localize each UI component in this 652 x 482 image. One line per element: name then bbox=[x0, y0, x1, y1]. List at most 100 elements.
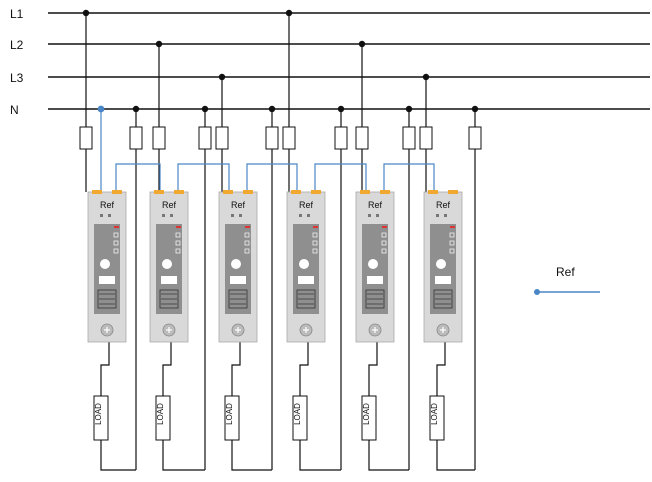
meter-led bbox=[114, 226, 119, 228]
load-box bbox=[93, 395, 109, 441]
phase-fuse bbox=[152, 126, 166, 150]
meter-screw bbox=[100, 214, 103, 217]
meter-coil bbox=[97, 289, 117, 309]
meter-screw bbox=[170, 214, 173, 217]
meter-indicator bbox=[244, 232, 250, 238]
meter-ref-label: Ref bbox=[162, 200, 177, 210]
meter-screw bbox=[239, 214, 242, 217]
meter-display bbox=[435, 276, 451, 284]
load-label: LOAD bbox=[156, 403, 165, 425]
ref-legend-label: Ref bbox=[556, 265, 575, 279]
meter-coil bbox=[433, 289, 453, 309]
neutral-fuse bbox=[198, 126, 212, 150]
meter-display bbox=[230, 276, 246, 284]
meter-indicator bbox=[381, 248, 387, 254]
load-label: LOAD bbox=[362, 403, 371, 425]
ref-legend-dot bbox=[534, 289, 540, 295]
load-return-wire bbox=[299, 440, 341, 471]
load-box bbox=[224, 395, 240, 441]
meter-terminal bbox=[223, 190, 233, 194]
neutral-fuse bbox=[265, 126, 279, 150]
meter-coil bbox=[365, 289, 385, 309]
meter-terminal bbox=[360, 190, 370, 194]
ref-legend: Ref bbox=[534, 265, 600, 295]
energy-meter: Ref bbox=[355, 190, 395, 343]
ref-chain-wire bbox=[246, 163, 298, 192]
ref-chain-wire bbox=[115, 163, 161, 192]
meter-display bbox=[298, 276, 314, 284]
meter-indicator bbox=[449, 232, 455, 238]
meter-indicator bbox=[175, 240, 181, 246]
meters: Ref Ref Ref Ref Ref Ref bbox=[87, 190, 463, 343]
meter-terminal bbox=[112, 190, 122, 194]
meter-coil bbox=[228, 289, 248, 309]
load-box bbox=[429, 395, 445, 441]
meter-button bbox=[231, 259, 241, 269]
ref-chain-wire bbox=[314, 163, 367, 192]
load-label: LOAD bbox=[94, 403, 103, 425]
meter-button bbox=[162, 259, 172, 269]
meter-indicator bbox=[113, 248, 119, 254]
meter-led bbox=[382, 226, 387, 228]
bus-lines bbox=[48, 12, 650, 110]
meter-screw bbox=[444, 214, 447, 217]
load-return-wire bbox=[436, 440, 475, 471]
meter-coil bbox=[296, 289, 316, 309]
load-label: LOAD bbox=[225, 403, 234, 425]
meter-terminal bbox=[92, 190, 102, 194]
load-feed-wire bbox=[100, 342, 110, 396]
phase-fuse bbox=[419, 126, 433, 150]
meter-terminal bbox=[428, 190, 438, 194]
meter-indicator bbox=[312, 232, 318, 238]
meter-indicator bbox=[449, 240, 455, 246]
phase-fuse bbox=[355, 126, 369, 150]
meter-screw bbox=[368, 214, 371, 217]
meter-screw bbox=[436, 214, 439, 217]
meter-indicator bbox=[113, 240, 119, 246]
meter-indicator bbox=[244, 248, 250, 254]
bus-label-l3: L3 bbox=[10, 71, 24, 85]
load-feed-wire bbox=[231, 342, 241, 396]
meter-button bbox=[368, 259, 378, 269]
energy-meter: Ref bbox=[149, 190, 189, 343]
meter-ref-label: Ref bbox=[368, 200, 383, 210]
meter-indicator bbox=[312, 248, 318, 254]
meter-display bbox=[367, 276, 383, 284]
meter-terminal bbox=[291, 190, 301, 194]
meter-terminal bbox=[154, 190, 164, 194]
meter-indicator bbox=[312, 240, 318, 246]
load-return-wire bbox=[100, 440, 136, 471]
meter-ref-label: Ref bbox=[436, 200, 451, 210]
energy-meter: Ref bbox=[286, 190, 326, 343]
meter-ref-label: Ref bbox=[299, 200, 314, 210]
meter-ref-label: Ref bbox=[231, 200, 246, 210]
load-box bbox=[155, 395, 171, 441]
neutral-fuse bbox=[129, 126, 143, 150]
load-feed-wire bbox=[436, 342, 446, 396]
meter-screw bbox=[108, 214, 111, 217]
meter-screw bbox=[162, 214, 165, 217]
load-return-wire bbox=[368, 440, 409, 471]
meter-button bbox=[299, 259, 309, 269]
energy-meter: Ref bbox=[218, 190, 258, 343]
meter-terminal bbox=[243, 190, 253, 194]
meter-terminal bbox=[448, 190, 458, 194]
meter-ref-label: Ref bbox=[100, 200, 115, 210]
load-feed-wire bbox=[299, 342, 309, 396]
bus-label-n: N bbox=[10, 103, 19, 117]
phase-fuse bbox=[79, 126, 93, 150]
bus-label-l2: L2 bbox=[10, 38, 24, 52]
ref-chain-wire bbox=[383, 163, 435, 192]
meter-led bbox=[176, 226, 181, 228]
meter-indicator bbox=[175, 248, 181, 254]
meter-terminal bbox=[311, 190, 321, 194]
meter-screw bbox=[299, 214, 302, 217]
energy-meter: Ref bbox=[87, 190, 127, 343]
load-box bbox=[361, 395, 377, 441]
meter-indicator bbox=[381, 232, 387, 238]
load-return-wire bbox=[231, 440, 272, 471]
meter-button bbox=[100, 259, 110, 269]
load-label: LOAD bbox=[430, 403, 439, 425]
